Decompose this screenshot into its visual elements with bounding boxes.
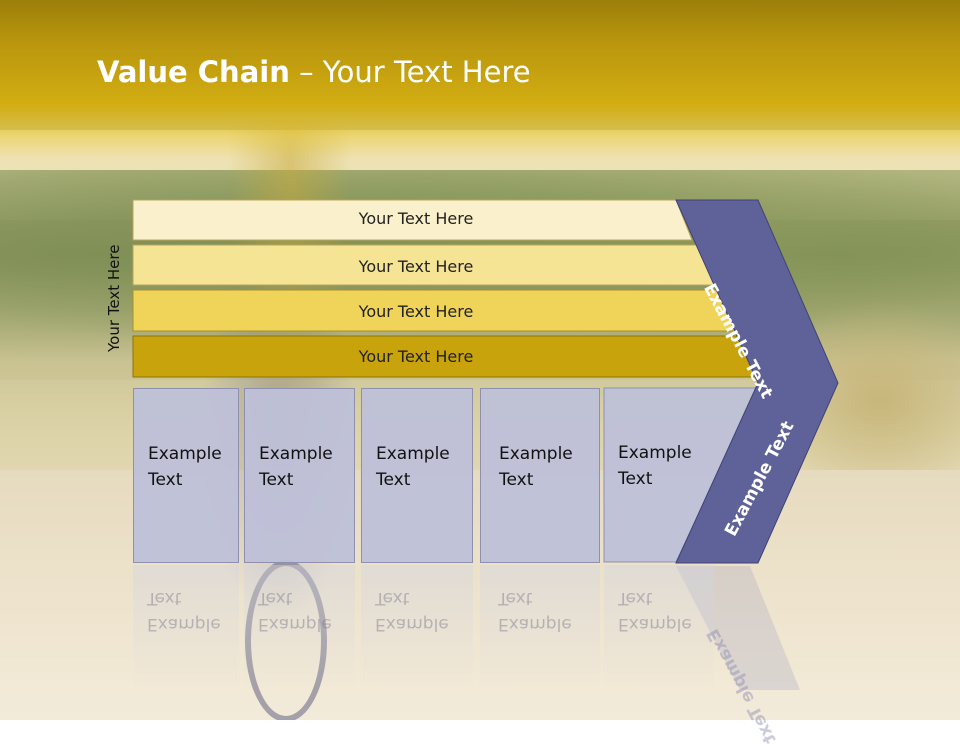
box-2-line1: Example (259, 444, 333, 464)
box-4-line2: Text (499, 470, 534, 490)
box-5-line2: Text (618, 469, 653, 489)
box-1-reflection: Example Text (133, 565, 239, 690)
title-bold: Value Chain (97, 55, 290, 89)
title-bar (0, 0, 960, 160)
refl-2-line2: Text (258, 588, 293, 608)
box-4-line1: Example (499, 444, 573, 464)
support-row-3-label: Your Text Here (358, 302, 474, 321)
box-5-line1: Example (618, 443, 692, 463)
box-1-line2: Text (148, 470, 183, 490)
refl-4-line1: Example (498, 614, 572, 634)
refl-4-line2: Text (498, 588, 533, 608)
box-2-reflection: Example Text (244, 565, 355, 690)
refl-5-line2: Text (618, 588, 653, 608)
bicycle-wheel (245, 560, 327, 720)
refl-3-line2: Text (375, 588, 410, 608)
slide-title[interactable]: Value Chain – Your Text Here (97, 55, 531, 89)
title-rest: – Your Text Here (289, 55, 531, 89)
support-row-1-label: Your Text Here (358, 209, 474, 228)
refl-2-line1: Example (258, 614, 332, 634)
box-2-line2: Text (259, 470, 294, 490)
box-1-line1: Example (148, 444, 222, 464)
refl-1-line2: Text (147, 588, 182, 608)
refl-1-line1: Example (147, 614, 221, 634)
box-4-reflection: Example Text (480, 565, 600, 690)
box-3-line2: Text (376, 470, 411, 490)
refl-5-line1: Example (618, 614, 692, 634)
refl-3-line1: Example (375, 614, 449, 634)
side-label[interactable]: Your Text Here (105, 244, 123, 352)
support-row-2-label: Your Text Here (358, 257, 474, 276)
box-5-reflection: Example Text (604, 565, 714, 690)
box-3-reflection: Example Text (361, 565, 473, 690)
box-3-line1: Example (376, 444, 450, 464)
support-row-4-label: Your Text Here (358, 347, 474, 366)
